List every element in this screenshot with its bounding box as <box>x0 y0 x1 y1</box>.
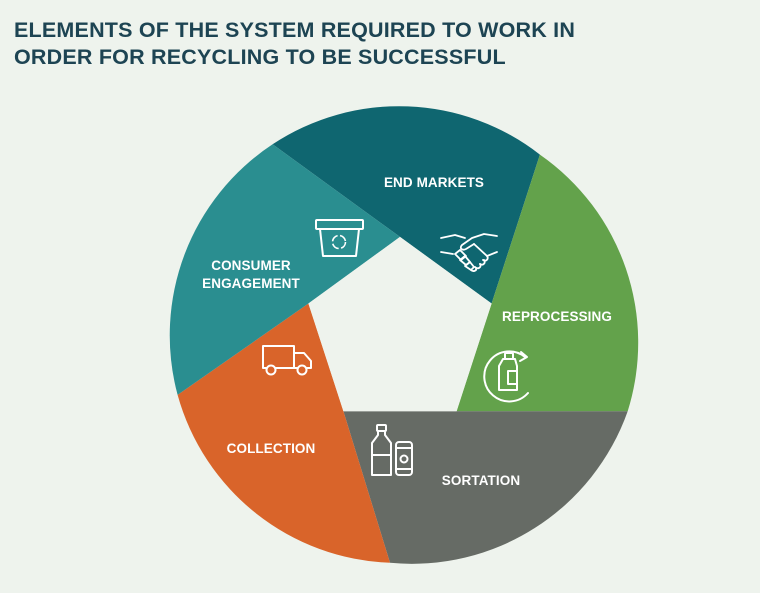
segment-labels: END MARKETS REPROCESSING SORTATION COLLE… <box>202 175 612 488</box>
segments <box>169 106 639 564</box>
label-consumer-engagement-line-2: ENGAGEMENT <box>202 276 300 291</box>
title-line-1: ELEMENTS OF THE SYSTEM REQUIRED TO WORK … <box>14 18 576 42</box>
segment-consumer-engagement <box>169 144 400 395</box>
title-line-2: ORDER FOR RECYCLING TO BE SUCCESSFUL <box>14 45 506 69</box>
label-end-markets: END MARKETS <box>384 175 484 190</box>
segment-end-markets <box>272 106 540 304</box>
center-pentagon <box>308 236 492 412</box>
recycling-bin-icon <box>315 219 364 257</box>
page-title: ELEMENTS OF THE SYSTEM REQUIRED TO WORK … <box>14 17 654 71</box>
handshake-icon <box>440 233 498 272</box>
label-consumer-engagement-line-1: CONSUMER <box>211 258 291 273</box>
label-collection: COLLECTION <box>227 441 316 456</box>
label-sortation: SORTATION <box>442 473 520 488</box>
label-reprocessing: REPROCESSING <box>502 309 612 324</box>
recycle-bottle-icon <box>483 350 529 403</box>
segment-reprocessing <box>456 154 639 412</box>
bottle-and-can-icon <box>371 424 413 476</box>
segment-sortation <box>343 411 628 564</box>
segment-collection <box>177 303 390 563</box>
truck-icon <box>262 345 312 376</box>
